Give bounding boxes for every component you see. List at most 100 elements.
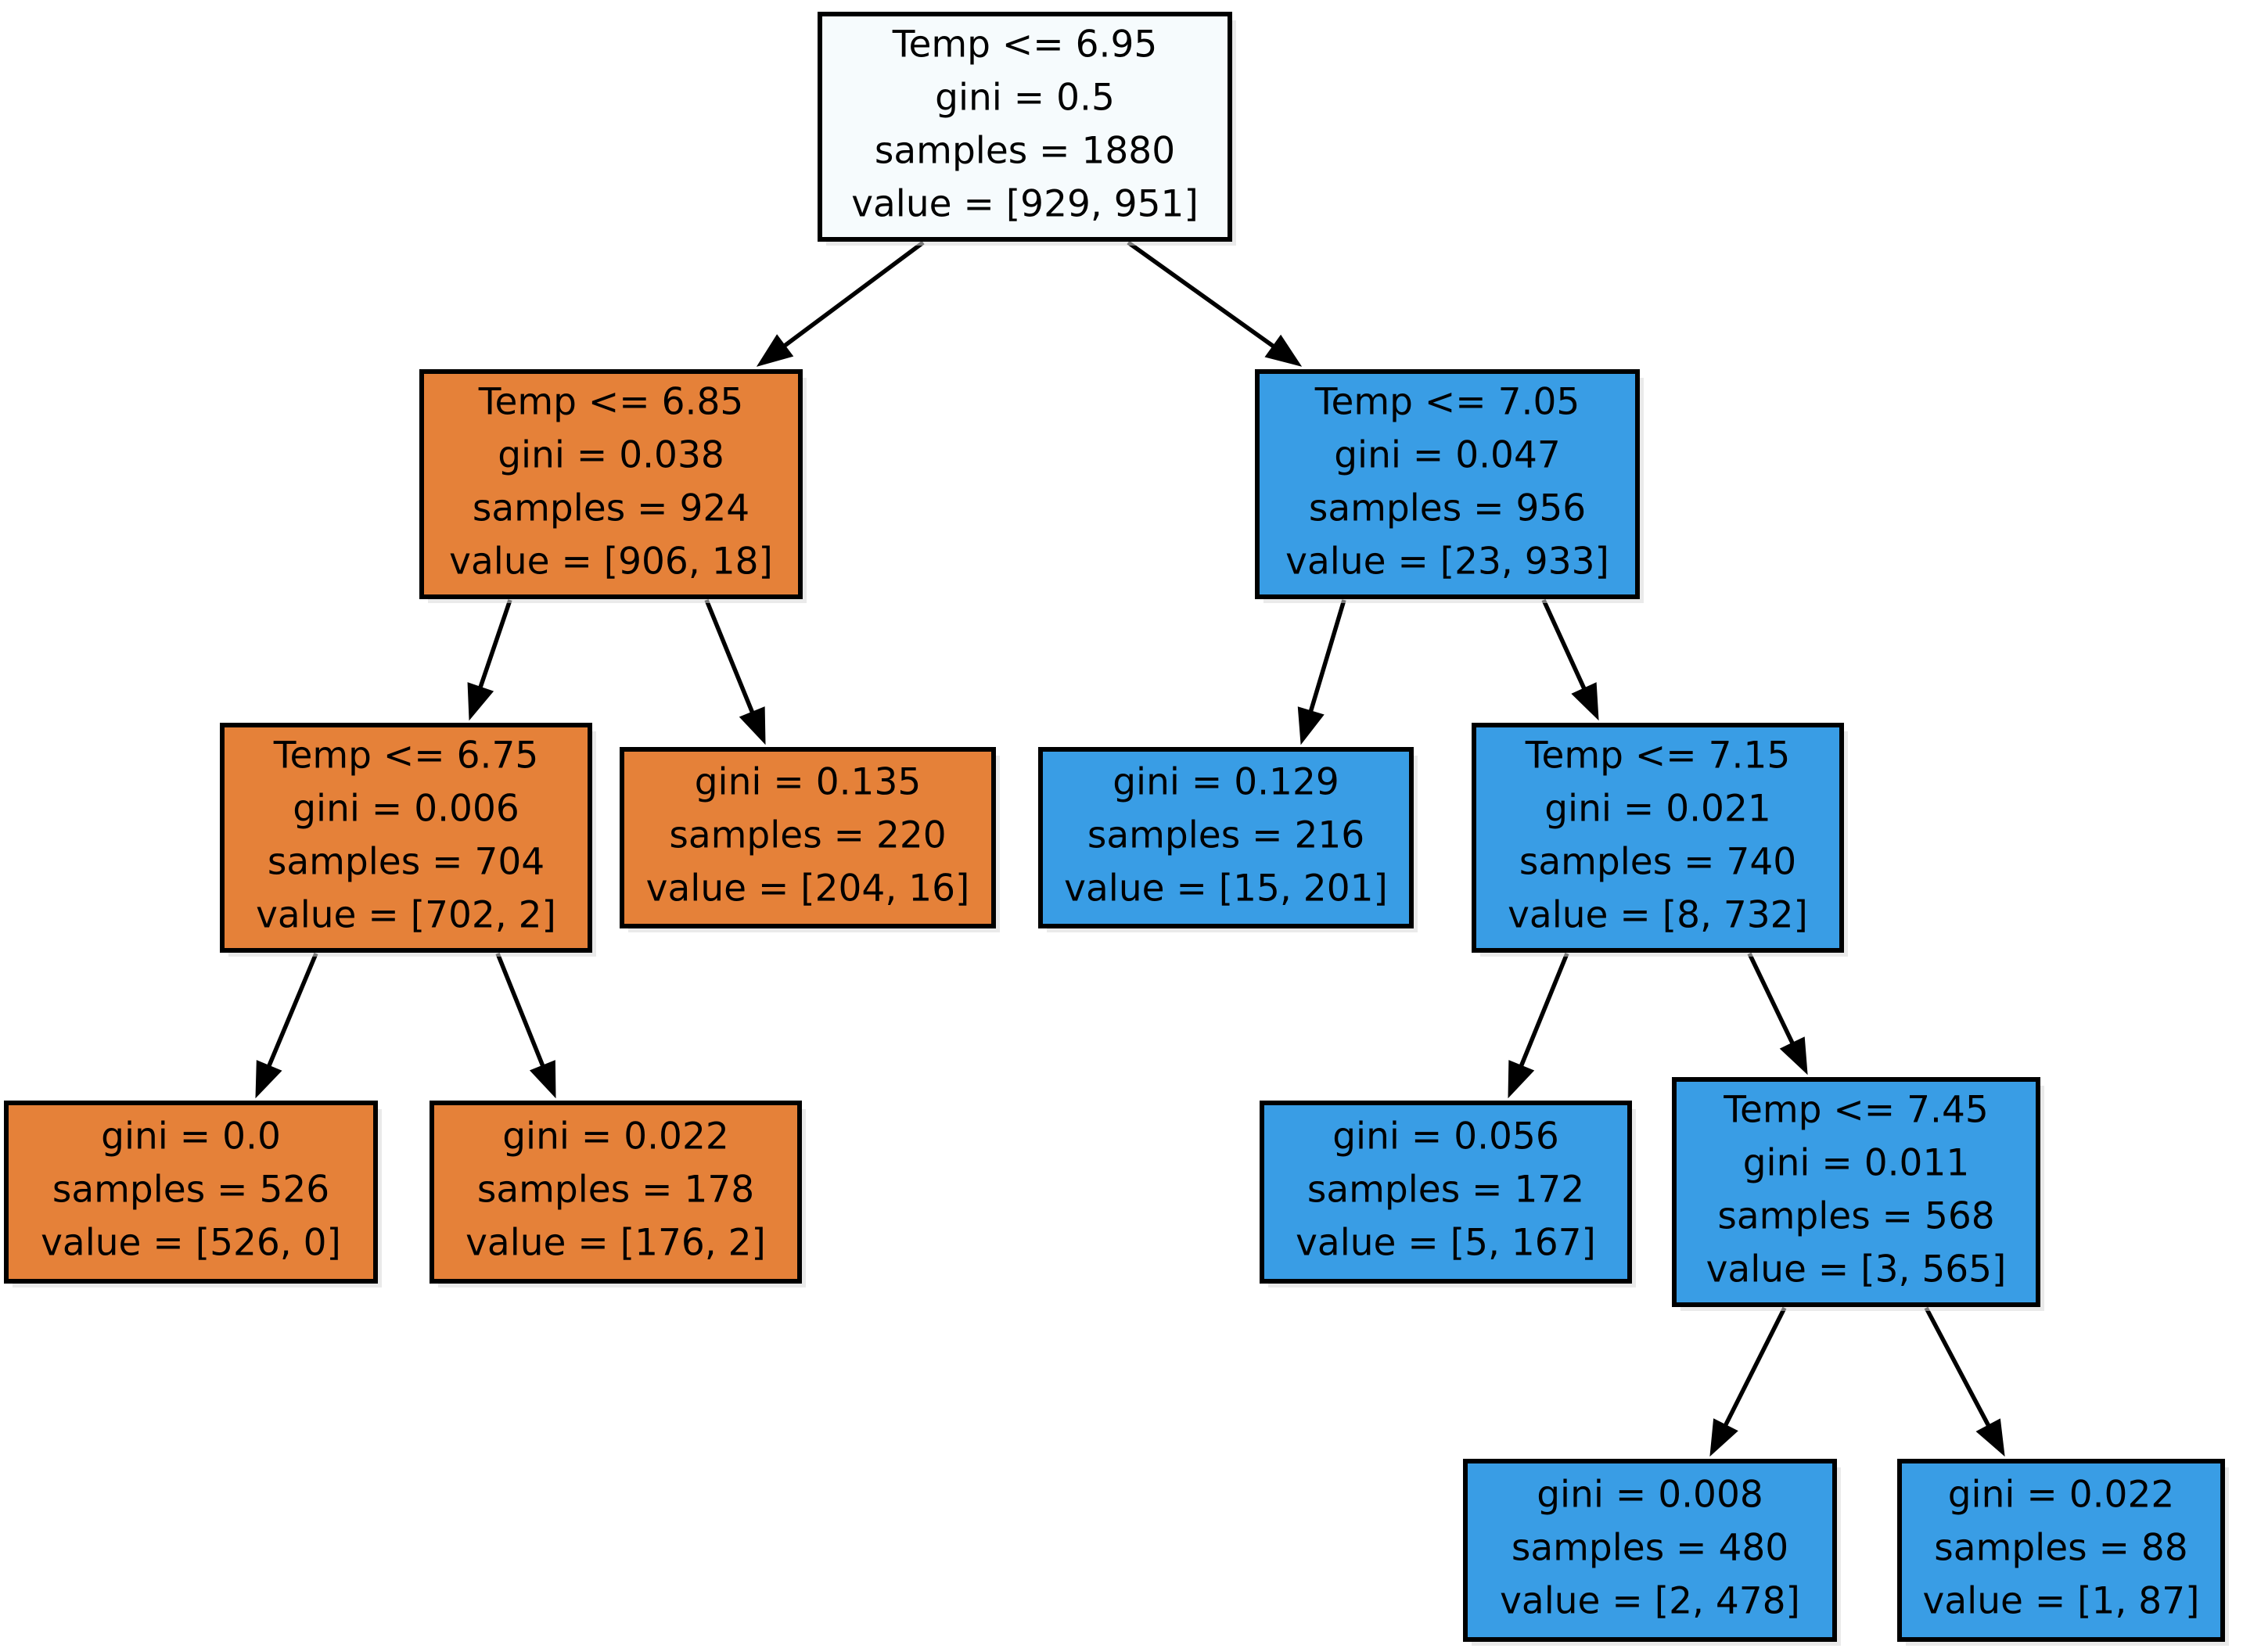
node-line: samples = 88 [1934,1527,2187,1570]
node-line: gini = 0.129 [1113,761,1339,804]
node-box[interactable] [818,12,1232,242]
node-box[interactable] [1463,1459,1837,1642]
node-line: samples = 740 [1519,841,1796,884]
tree-node-n4[interactable]: gini = 0.135 samples = 220 value = [204, 1… [620,747,1000,932]
tree-node-n12[interactable]: gini = 0.022 samples = 88 value = [1, 87] [1897,1459,2229,1646]
node-line: Temp <= 7.15 [1525,734,1791,778]
node-line: value = [15, 201] [1064,867,1388,910]
edge-arrowhead [255,1060,282,1099]
node-line: samples = 1880 [875,130,1175,173]
tree-node-n6[interactable]: Temp <= 7.15 gini = 0.021 samples = 740 val… [1472,723,1848,957]
tree-edge [1127,240,1303,367]
node-line: samples = 178 [477,1169,754,1212]
node-line: value = [23, 933] [1285,540,1609,584]
edge-line [265,952,318,1072]
node-line: value = [176, 2] [465,1222,766,1265]
node-box[interactable] [4,1101,378,1284]
node-line: samples = 220 [669,814,946,857]
tree-edge [1747,952,1808,1076]
node-box[interactable] [1260,1101,1632,1284]
node-line: samples = 216 [1087,814,1364,857]
edge-arrowhead [1571,682,1599,721]
edge-arrowhead [1975,1418,2005,1457]
node-line: gini = 0.022 [502,1115,729,1158]
edge-arrowhead [1264,334,1303,367]
node-line: samples = 526 [52,1169,329,1212]
node-line: Temp <= 6.95 [892,23,1158,66]
node-line: samples = 480 [1512,1527,1788,1570]
edge-line [1541,598,1588,694]
tree-edge [255,952,318,1099]
node-line: gini = 0.011 [1743,1142,1970,1185]
node-line: value = [929, 951] [851,183,1199,226]
node-line: value = [526, 0] [41,1222,341,1265]
node-box[interactable] [1472,723,1844,953]
tree-edge [1709,1306,1787,1457]
node-line: Temp <= 6.75 [273,734,539,778]
node-box[interactable] [1255,369,1640,599]
tree-edge [756,240,925,367]
edge-line [1721,1306,1787,1431]
node-line: gini = 0.135 [695,761,922,804]
node-line: gini = 0.022 [1948,1474,2175,1517]
tree-edge [1508,952,1569,1099]
node-line: samples = 568 [1717,1195,1994,1238]
node-line: value = [702, 2] [256,894,556,937]
node-line: gini = 0.008 [1537,1474,1763,1517]
edge-arrowhead [1297,706,1325,745]
tree-node-n8[interactable]: gini = 0.022 samples = 178 value = [176, 2… [430,1101,806,1287]
edge-arrowhead [467,682,494,721]
node-line: Temp <= 7.45 [1723,1089,1989,1132]
tree-node-n9[interactable]: gini = 0.056 samples = 172 value = [5, 167… [1260,1101,1636,1287]
node-line: gini = 0.0 [101,1115,281,1158]
node-line: value = [1, 87] [1923,1580,2200,1623]
node-line: value = [204, 16] [646,867,970,910]
node-line: value = [2, 478] [1500,1580,1800,1623]
tree-edge [704,598,766,745]
node-line: gini = 0.038 [498,434,724,477]
tree-edge [1924,1306,2005,1457]
node-line: value = [3, 565] [1706,1248,2007,1291]
edge-arrowhead [529,1060,556,1099]
tree-node-n11[interactable]: gini = 0.008 samples = 480 value = [2, 478… [1463,1459,1841,1646]
edge-line [1517,952,1569,1071]
node-line: samples = 172 [1307,1169,1584,1212]
node-box[interactable] [1672,1077,2040,1307]
edges-layer [255,240,2005,1457]
tree-edge [1297,599,1346,745]
edge-line [1924,1306,1993,1431]
node-line: value = [8, 732] [1508,894,1808,937]
node-line: samples = 956 [1309,487,1586,530]
edge-arrowhead [739,706,766,745]
edge-arrowhead [1779,1036,1808,1076]
node-line: value = [5, 167] [1296,1222,1596,1265]
node-line: samples = 704 [268,841,545,884]
node-line: value = [906, 18] [449,540,773,584]
edge-line [476,599,512,692]
edge-arrowhead [1508,1060,1535,1099]
node-box[interactable] [419,369,803,599]
tree-edge [495,952,556,1099]
tree-node-n10[interactable]: Temp <= 7.45 gini = 0.011 samples = 568 val… [1672,1077,2044,1311]
node-box[interactable] [1038,747,1414,928]
edge-line [779,240,925,350]
tree-node-n7[interactable]: gini = 0.0 samples = 526 value = [526, 0] [4,1101,382,1287]
edge-line [1307,599,1346,716]
tree-node-n5[interactable]: gini = 0.129 samples = 216 value = [15, 20… [1038,747,1418,932]
node-box[interactable] [430,1101,802,1284]
node-line: gini = 0.021 [1544,788,1771,831]
edge-line [1747,952,1797,1048]
node-box[interactable] [1897,1459,2225,1642]
edge-line [495,952,547,1071]
node-box[interactable] [220,723,592,953]
node-line: gini = 0.056 [1332,1115,1559,1158]
edge-line [704,598,757,717]
edge-line [1127,240,1278,351]
node-box[interactable] [620,747,996,928]
